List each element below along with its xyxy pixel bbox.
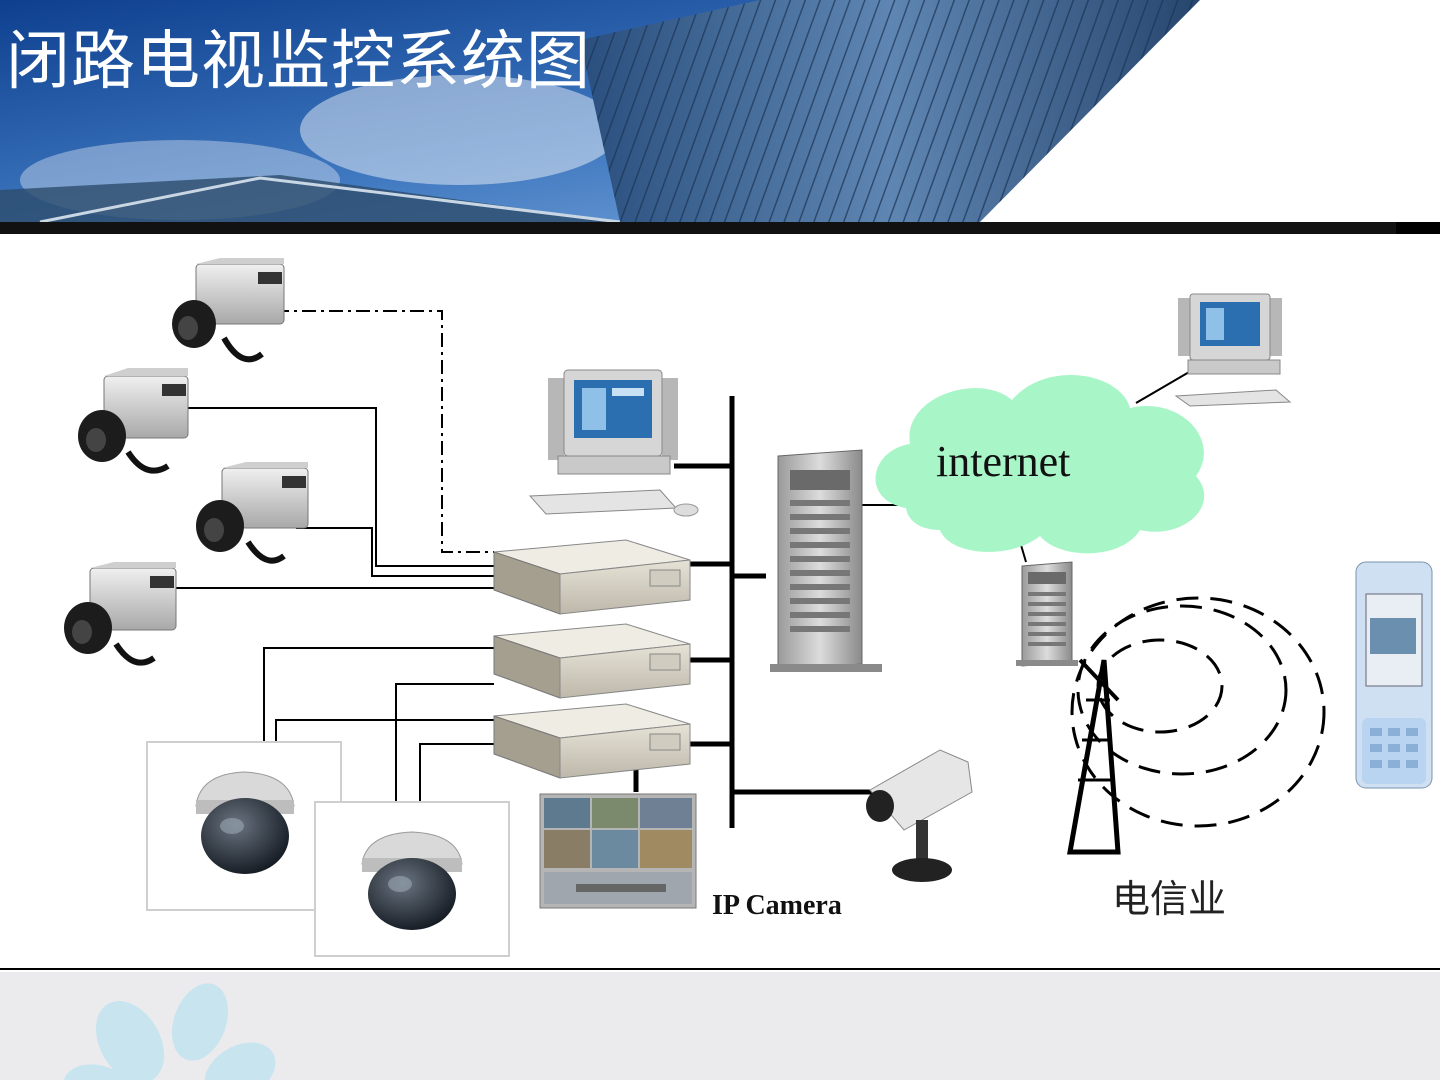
ip-camera-label: IP Camera (712, 890, 842, 921)
remote-computer (1174, 293, 1292, 407)
telecom-label: 电信业 (1112, 877, 1227, 921)
footer-band (0, 972, 1440, 1080)
dvr-unit (493, 623, 691, 699)
slide-title: 闭路电视监控系统图 (6, 25, 591, 99)
internet-to-pc-line (1135, 367, 1197, 404)
dome-camera (314, 801, 510, 957)
box-camera (64, 562, 177, 666)
box-camera (78, 368, 189, 474)
box-camera (172, 258, 285, 363)
camera-3-line (296, 527, 494, 577)
internet-cloud (875, 375, 1205, 554)
ip-camera (866, 749, 973, 882)
radio-waves (1070, 596, 1326, 828)
bottom-divider (0, 968, 1440, 970)
box-camera (196, 462, 309, 564)
dome-2-line-a (395, 683, 494, 840)
camera-1-dashed-line (275, 310, 494, 553)
footer-flower-decoration (63, 983, 276, 1080)
dome-1-line-a (263, 647, 494, 780)
tower-server (770, 449, 882, 672)
network-backbone (633, 396, 876, 828)
header-banner: 闭路电视监控系统图 (0, 0, 1440, 234)
small-server (1016, 561, 1078, 667)
workstation-computer (528, 369, 699, 517)
header-background (0, 0, 1440, 234)
camera-2-line (184, 407, 494, 567)
video-monitor-screen (539, 793, 697, 909)
dvr-unit (493, 703, 691, 779)
internet-label: internet (936, 437, 1071, 486)
radio-tower (1067, 658, 1121, 855)
cctv-system-diagram (0, 258, 1440, 970)
dvr-unit (493, 539, 691, 615)
mobile-phone (1355, 561, 1433, 789)
dome-camera (146, 741, 342, 911)
